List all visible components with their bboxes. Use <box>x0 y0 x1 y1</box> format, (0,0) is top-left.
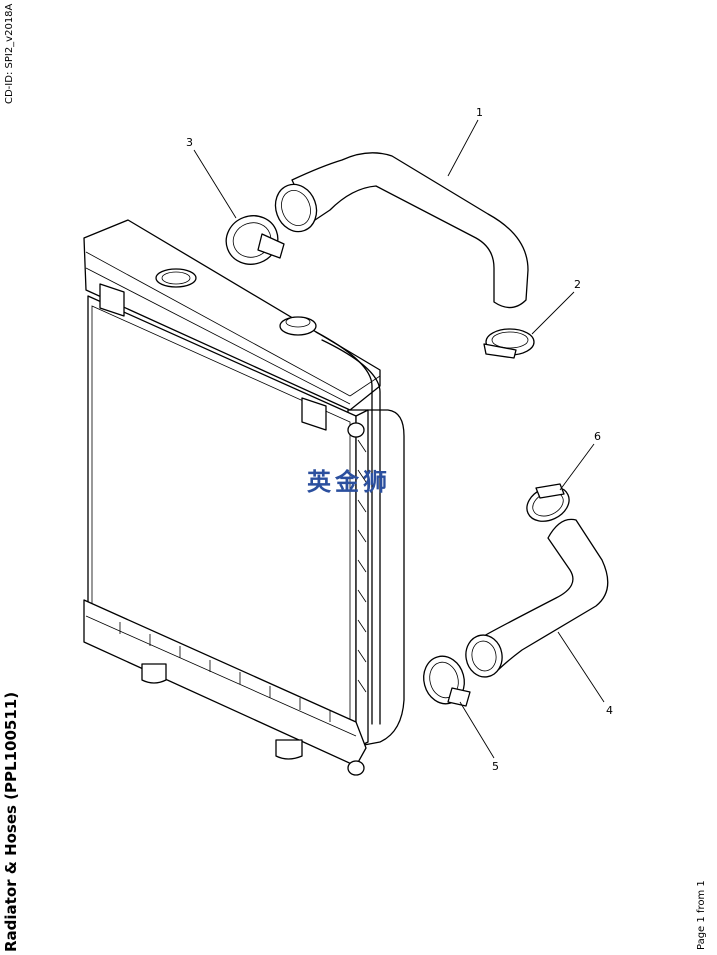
callout-6[interactable]: 6 <box>594 430 601 443</box>
callout-2[interactable]: 2 <box>574 278 581 291</box>
core-fins <box>357 439 367 693</box>
callout-leader-6 <box>559 443 595 491</box>
callout-leader-4 <box>557 631 605 703</box>
upper-hose[interactable] <box>269 152 529 309</box>
mounting-bracket <box>301 397 327 431</box>
radiator-drain <box>275 739 303 760</box>
radiator-bottom-tank <box>83 599 367 767</box>
lower-hose[interactable] <box>463 518 609 679</box>
callout-4[interactable]: 4 <box>606 704 613 717</box>
callout-leader-1 <box>447 119 479 177</box>
upper-hose-clamp[interactable] <box>483 328 535 359</box>
callout-5[interactable]: 5 <box>492 760 499 773</box>
upper-hose-clamp[interactable] <box>219 209 285 272</box>
lower-hose-clamp[interactable] <box>521 480 574 528</box>
callout-leader-3 <box>193 149 237 219</box>
radiator-cap <box>279 316 317 336</box>
radiator-outlet <box>141 663 167 684</box>
radiator-top-tank <box>83 219 381 411</box>
callout-1[interactable]: 1 <box>476 106 483 119</box>
mounting-bracket <box>99 283 125 317</box>
lower-hose-clamp[interactable] <box>418 652 471 709</box>
radiator[interactable] <box>83 219 405 776</box>
watermark: 英金狮 <box>307 468 391 496</box>
callout-leader-2 <box>531 291 575 335</box>
callout-leader-5 <box>459 701 495 759</box>
callout-3[interactable]: 3 <box>186 136 193 149</box>
